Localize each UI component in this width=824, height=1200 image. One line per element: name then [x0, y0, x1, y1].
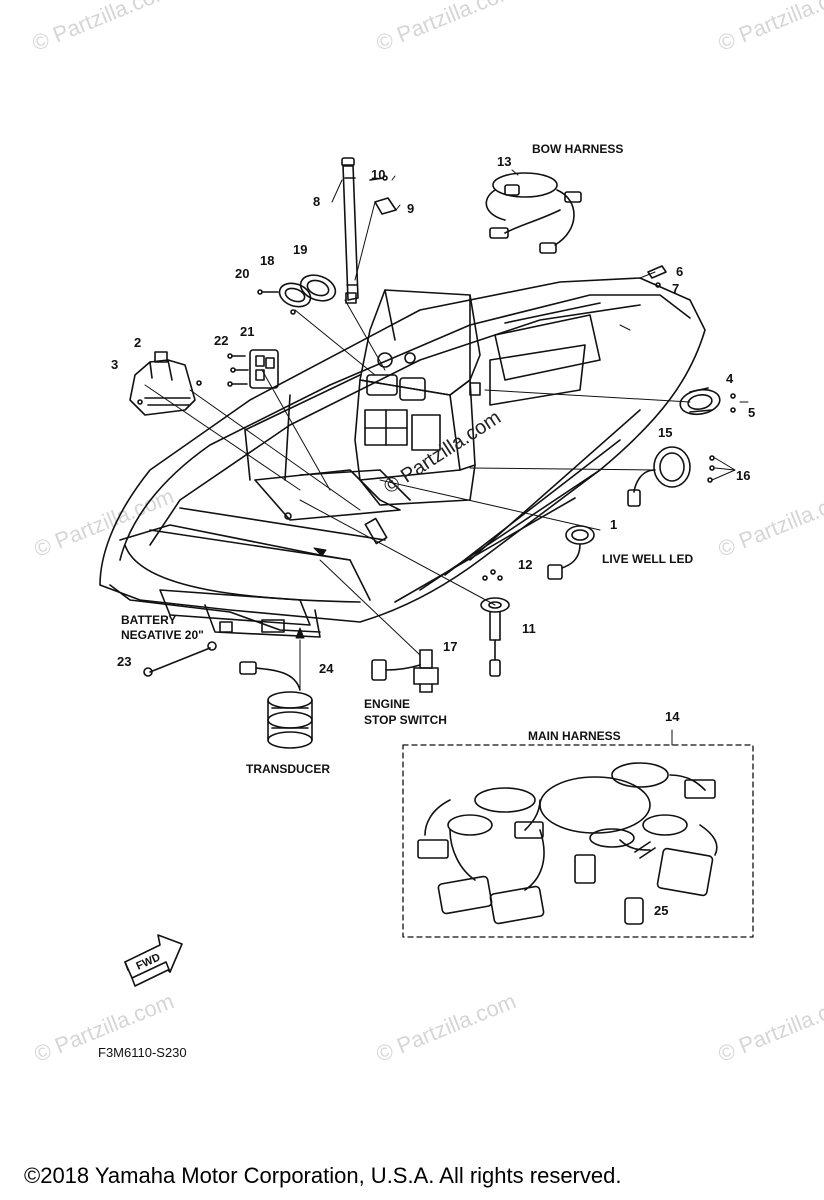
battery-label-line2: NEGATIVE 20": [121, 628, 204, 642]
arrow-heads: [295, 547, 327, 639]
part-14-main-harness: [402, 744, 754, 938]
live-well-led-label: LIVE WELL LED: [602, 552, 694, 566]
transducer-label: TRANSDUCER: [246, 762, 330, 776]
callout-number: 14: [665, 709, 680, 724]
callout-number: 7: [672, 281, 680, 296]
part-4-speaker: [679, 387, 736, 416]
part-21-switch-block: [227, 349, 279, 389]
callout-number: 19: [293, 242, 308, 257]
part-17-engine-stop-switch: [371, 649, 439, 693]
callout-number: 24: [319, 661, 334, 676]
callout-number: 13: [497, 154, 512, 169]
callout-number: 21: [240, 324, 255, 339]
callout-number: 18: [260, 253, 275, 268]
callout-number: 5: [748, 405, 756, 420]
copyright-notice: ©2018 Yamaha Motor Corporation, U.S.A. A…: [24, 1163, 622, 1188]
part-6-bow-light: [647, 265, 667, 288]
callout-number: 22: [214, 333, 229, 348]
callout-number: 12: [518, 557, 533, 572]
part-13-bow-harness: [485, 172, 582, 254]
diagram-code: F3M6110-S230: [98, 1045, 187, 1060]
part-23-battery-cable: [143, 641, 217, 677]
bow-harness-label: BOW HARNESS: [532, 142, 624, 156]
callout-number: 2: [134, 335, 142, 350]
part-11-outlet: [480, 569, 510, 677]
main-harness-label: MAIN HARNESS: [528, 729, 621, 743]
center-console: [354, 289, 481, 506]
callout-number: 11: [522, 621, 536, 636]
part-15-speaker: [627, 446, 715, 507]
callout-number: 25: [654, 903, 669, 918]
fwd-arrow-icon: [124, 934, 183, 987]
part-18-19-speaker: [257, 274, 337, 315]
callout-number: 9: [407, 201, 415, 216]
callout-number: 8: [313, 194, 321, 209]
callout-number: 4: [726, 371, 734, 386]
part-8-antenna: [341, 157, 397, 304]
callout-number: 23: [117, 654, 132, 669]
boat-hull: [99, 277, 706, 638]
part-2-3-bracket: [129, 351, 202, 416]
leader-lines: [144, 169, 749, 746]
callout-number: 1: [610, 517, 618, 532]
callout-number: 3: [111, 357, 119, 372]
engine-stop-label-line2: STOP SWITCH: [364, 713, 447, 727]
callout-number: 15: [658, 425, 673, 440]
engine-stop-label-line1: ENGINE: [364, 697, 411, 711]
battery-label-line1: BATTERY: [121, 613, 177, 627]
callout-number: 6: [676, 264, 684, 279]
part-1-live-well-led: [547, 525, 595, 580]
callout-number: 10: [371, 167, 386, 182]
callout-number: 17: [443, 639, 458, 654]
part-24-transducer: [239, 661, 313, 749]
callout-number: 20: [235, 266, 250, 281]
callout-number: 16: [736, 468, 751, 483]
